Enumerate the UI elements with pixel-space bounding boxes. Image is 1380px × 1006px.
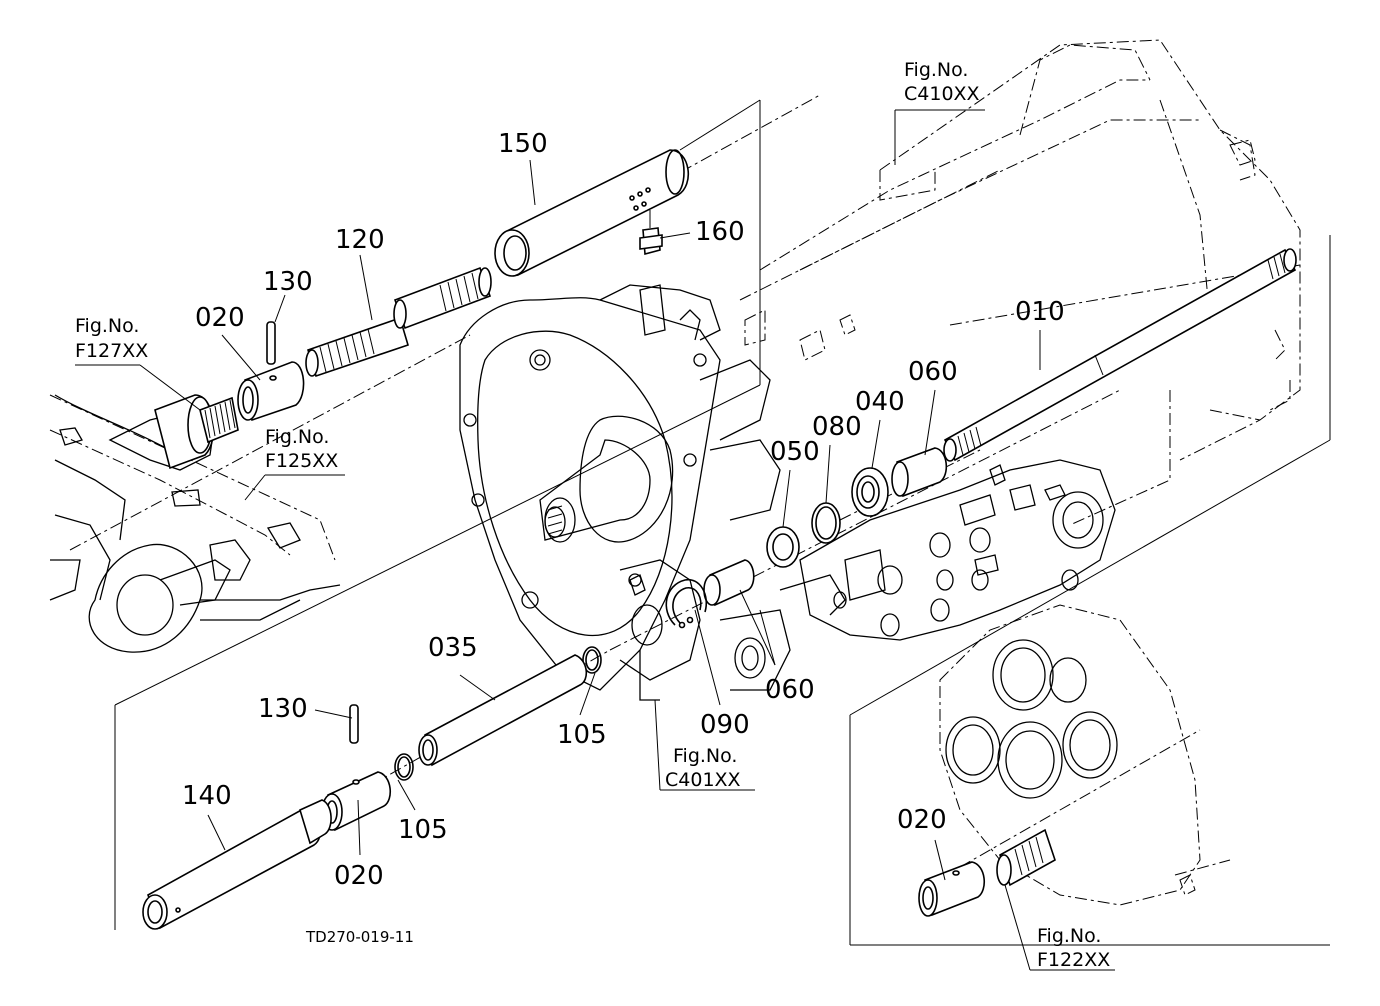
callout-130-lower: 130 <box>258 694 308 724</box>
callout-050: 050 <box>770 437 820 467</box>
callout-105-left: 105 <box>398 815 448 845</box>
callout-020-upper: 020 <box>195 303 245 333</box>
callout-105-right: 105 <box>557 720 607 750</box>
callout-060-upper: 060 <box>908 357 958 387</box>
callout-160: 160 <box>695 217 745 247</box>
fig-ref-code: F122XX <box>1037 949 1110 971</box>
callout-020-rear: 020 <box>897 805 947 835</box>
lower-shaft-group <box>142 646 602 930</box>
left-frame-assembly <box>49 394 341 653</box>
fig-ref-c401xx[interactable]: Fig.No. C401XX <box>665 745 741 791</box>
fig-ref-title: Fig.No. <box>75 315 139 337</box>
fig-ref-f125xx[interactable]: Fig.No. F125XX <box>265 426 338 472</box>
valve-block <box>779 459 1116 641</box>
transmission-case <box>739 39 1301 526</box>
callout-080: 080 <box>812 412 862 442</box>
fig-ref-f127xx[interactable]: Fig.No. F127XX <box>75 315 148 362</box>
callout-010: 010 <box>1015 297 1065 327</box>
shaft-010 <box>943 248 1297 462</box>
callout-140: 140 <box>182 781 232 811</box>
fig-ref-code: C410XX <box>904 83 980 105</box>
drawing-code: TD270-019-11 <box>305 928 414 946</box>
callout-040: 040 <box>855 387 905 417</box>
clutch-housing <box>459 284 791 791</box>
callout-035: 035 <box>428 633 478 663</box>
fig-ref-title: Fig.No. <box>673 745 737 767</box>
coupling <box>154 394 239 470</box>
callout-020-lower: 020 <box>334 861 384 891</box>
fig-ref-f122xx[interactable]: Fig.No. F122XX <box>1037 925 1110 971</box>
callout-120: 120 <box>335 225 385 255</box>
leader-lines <box>75 159 1115 971</box>
callout-labels: 150 160 120 130 020 010 060 040 080 050 … <box>182 129 1065 891</box>
fig-ref-code: F125XX <box>265 450 338 472</box>
fig-ref-code: C401XX <box>665 769 741 791</box>
callout-060-lower: 060 <box>765 675 815 705</box>
fig-ref-title: Fig.No. <box>1037 925 1101 947</box>
callout-090: 090 <box>700 710 750 740</box>
group-boundaries <box>114 99 1331 946</box>
fig-ref-title: Fig.No. <box>265 426 329 448</box>
figure-references: Fig.No. C410XX Fig.No. F127XX Fig.No. F1… <box>75 59 1110 971</box>
upper-shaft-group <box>237 149 690 422</box>
fig-ref-title: Fig.No. <box>904 59 968 81</box>
fig-ref-c410xx[interactable]: Fig.No. C410XX <box>904 59 980 105</box>
bearing-group <box>665 447 948 629</box>
callout-150: 150 <box>498 129 548 159</box>
rear-cover <box>918 604 1231 917</box>
callout-130-upper: 130 <box>263 267 313 297</box>
fig-ref-code: F127XX <box>75 340 148 362</box>
